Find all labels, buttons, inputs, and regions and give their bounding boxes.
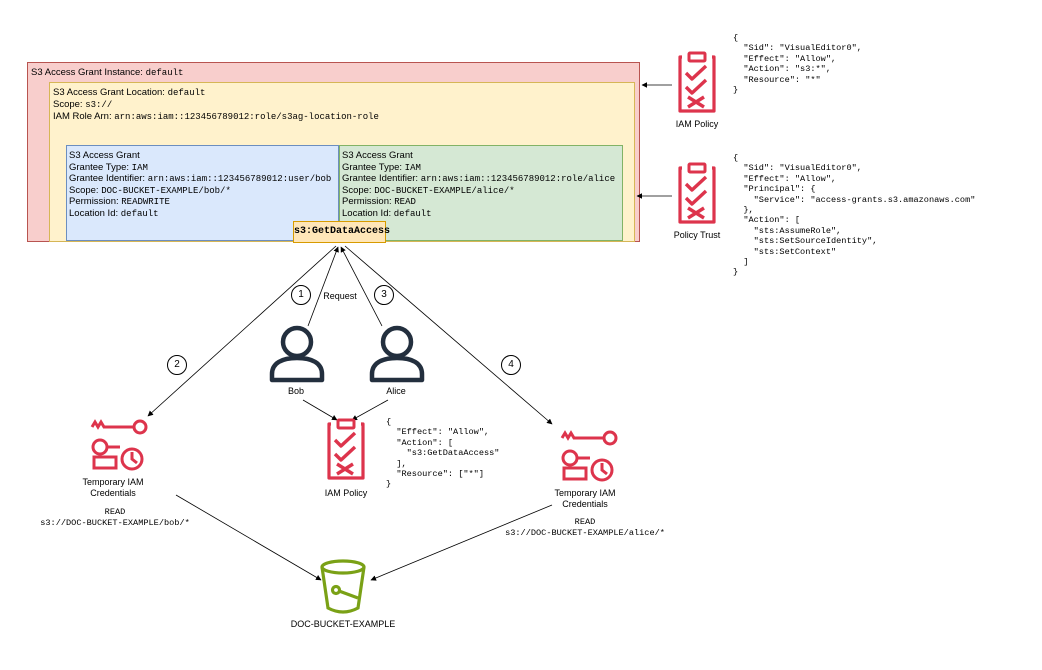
temporary-credentials-right-icon [560, 430, 618, 482]
iam-policy-user-icon [327, 418, 365, 480]
location-role-arn: IAM Role Arn: arn:aws:iam::123456789012:… [53, 111, 379, 122]
user-alice-caption: Alice [386, 386, 406, 396]
grant-location-id: Location Id: default [342, 207, 432, 219]
grant-title: S3 Access Grant [342, 150, 413, 161]
location-scope: Scope: s3:// [53, 99, 113, 110]
request-label: Request [323, 291, 357, 301]
user-bob-icon [269, 325, 325, 383]
s3-bucket-icon [320, 559, 366, 614]
arrow-bob-to-user-policy [302, 399, 338, 421]
user-alice-icon [369, 325, 425, 383]
policy-trust-json: { "Sid": "VisualEditor0", "Effect": "All… [733, 153, 976, 278]
arrow-alice-to-user-policy [351, 399, 389, 421]
access-grant-alice-box: S3 Access Grant Grantee Type: IAM Grante… [339, 145, 623, 241]
grant-grantee-type: Grantee Type: IAM [342, 161, 421, 173]
policy-trust-caption: Policy Trust [673, 230, 721, 240]
grant-grantee-identifier: Grantee Identifier: arn:aws:iam::1234567… [69, 173, 332, 184]
iam-policy-user-json: { "Effect": "Allow", "Action": [ "s3:Get… [386, 417, 500, 490]
arrow-right-creds-to-bucket [370, 504, 553, 581]
iam-policy-user-caption: IAM Policy [324, 488, 368, 498]
grant-permission: Permission: READ [342, 196, 416, 207]
temporary-credentials-right-perm: READ [574, 517, 596, 527]
temporary-credentials-left-perm: READ [104, 507, 126, 517]
iam-policy-top-json: { "Sid": "VisualEditor0", "Effect": "All… [733, 33, 862, 96]
arrow-creds-to-bob [147, 245, 337, 417]
policy-trust-icon [678, 162, 716, 224]
grant-title: S3 Access Grant [69, 150, 140, 161]
arrow-alice-request [340, 246, 383, 327]
grant-location-id: Location Id: default [69, 207, 159, 219]
grant-scope: Scope: DOC-BUCKET-EXAMPLE/alice/* [342, 184, 515, 196]
get-data-access-box: s3:GetDataAccess [293, 221, 390, 243]
arrow-creds-to-alice [344, 245, 553, 425]
iam-policy-top-icon [678, 51, 716, 113]
user-bob-caption: Bob [287, 386, 304, 396]
temporary-credentials-right-path: s3://DOC-BUCKET-EXAMPLE/alice/* [505, 528, 665, 538]
step-3-marker: 3 [374, 285, 394, 305]
bucket-caption: DOC-BUCKET-EXAMPLE [290, 619, 396, 629]
grant-grantee-identifier: Grantee Identifier: arn:aws:iam::1234567… [342, 173, 616, 184]
temporary-credentials-left-path: s3://DOC-BUCKET-EXAMPLE/bob/* [40, 518, 190, 528]
grant-permission: Permission: READWRITE [69, 196, 170, 207]
arrow-bob-request [307, 246, 339, 327]
iam-policy-top-caption: IAM Policy [675, 119, 719, 129]
temporary-credentials-right-caption: Temporary IAM Credentials [554, 488, 616, 509]
location-title: S3 Access Grant Location: default [53, 87, 206, 98]
access-grant-bob-box: S3 Access Grant Grantee Type: IAM Grante… [66, 145, 339, 241]
step-4-marker: 4 [501, 355, 521, 375]
temporary-credentials-left-caption: Temporary IAM Credentials [82, 477, 144, 498]
arrow-left-creds-to-bucket [175, 494, 322, 581]
step-1-marker: 1 [291, 285, 311, 305]
instance-label: S3 Access Grant Instance: default [31, 67, 184, 78]
grant-grantee-type: Grantee Type: IAM [69, 161, 148, 173]
temporary-credentials-left-icon [90, 419, 148, 471]
step-2-marker: 2 [167, 355, 187, 375]
grant-scope: Scope: DOC-BUCKET-EXAMPLE/bob/* [69, 184, 231, 196]
